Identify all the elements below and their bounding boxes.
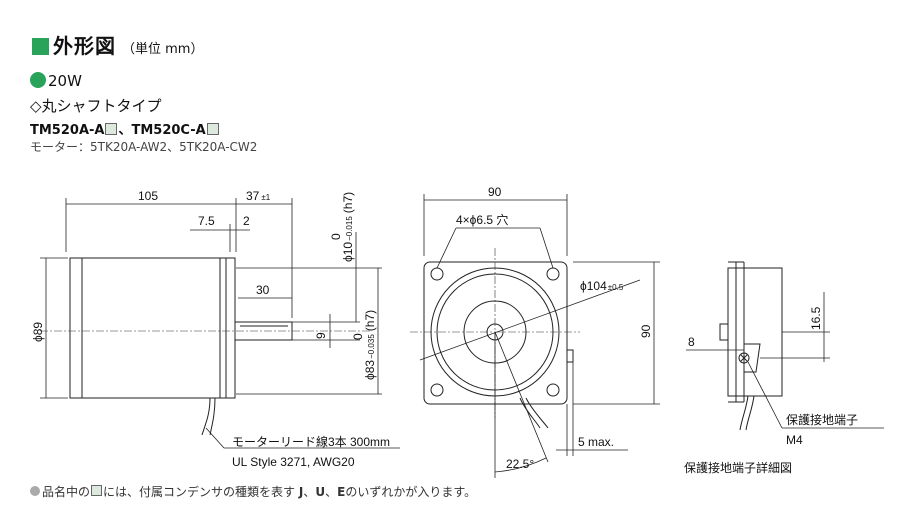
front-view: 90 4×ϕ6.5 穴 ϕ104±0.5 90 5 max. 22.5° [410,185,660,478]
placeholder-box-icon [206,123,219,135]
dim-8: 8 [688,335,695,349]
footnote-prefix: 品名中の [42,485,91,499]
dim-angle: 22.5° [506,457,534,471]
dim-7-5: 7.5 [198,214,215,228]
motor-model: モーター：5TK20A-AW2、5TK20A-CW2 [30,140,258,154]
detail-view: 16.5 8 保護接地端子 M4 保護接地端子詳細図 [684,261,884,475]
dim-105: 105 [138,189,158,203]
footnote-text: には、付属コンデンサの種類を表す [103,485,296,499]
shaft-type: ◇丸シャフトタイプ [30,97,162,115]
placeholder-box-icon [91,485,103,496]
dim-pilot-tol-top: 0 [351,333,365,340]
green-dot-icon [30,72,46,88]
grey-dot-icon [30,486,40,496]
lead-wire [519,397,541,429]
detail-body [727,267,783,397]
flange-square [423,261,568,405]
angle-arc [494,457,547,473]
footnote-sep: 、 [303,485,316,499]
leader-line [539,227,554,269]
lead-wire [201,397,211,436]
code-j: J [298,485,304,499]
dim-line-pcd [419,279,641,361]
terminal-block [743,343,761,373]
lead-wire [209,397,216,436]
section-title: 外形図 （単位 mm） [32,30,203,59]
mount-hole [546,267,560,281]
model-2: TM520C-A [131,123,206,138]
dim-2: 2 [243,214,250,228]
angle-line [494,331,549,463]
model-names: TM520A-A 、TM520C-A [30,119,220,138]
power-text: 20W [48,72,82,90]
power-rating: 20W [30,72,82,90]
detail-shaft [719,323,729,341]
leader-line [436,227,457,269]
detail-flange-edges [728,261,744,403]
detail-caption: 保護接地端子詳細図 [684,460,792,475]
dim-37: 37±1 [246,189,271,203]
terminal-stub [566,349,574,363]
terminal-screw-icon [738,352,750,364]
model-separator: 、 [118,123,132,138]
dim-shaft-tol-top: 0 [329,233,343,240]
green-square-icon [32,38,49,55]
lead-wire [739,395,749,431]
model-1: TM520A-A [30,123,105,138]
dim-30: 30 [256,283,270,297]
lead-wire [525,397,549,429]
footnote: 品名中のには、付属コンデンサの種類を表す J、U、Eのいずれかが入ります。 [30,483,476,500]
dim-shaft: ϕ10−0.015(h7) [341,192,355,262]
unit-label: （単位 mm） [122,42,204,57]
placeholder-box-icon [105,123,118,135]
dim-dia89: ϕ89 [31,322,45,342]
mount-hole [430,267,444,281]
motor-body [69,257,221,399]
footnote-suffix: のいずれかが入ります。 [345,485,477,499]
dim-height: 90 [639,324,653,338]
code-u: U [315,485,326,499]
screw-slot [740,354,748,362]
side-view: 105 37±1 7.5 2 30 9 ϕ89 ϕ10−0.015(h7) 0 … [31,189,400,469]
lead-wire [745,395,755,431]
mount-hole [430,383,444,397]
mount-hole [546,383,560,397]
leader-line [205,427,225,449]
dim-holes: 4×ϕ6.5 穴 [456,212,508,227]
footnote-sep: 、 [325,485,338,499]
terminal-label: 保護接地端子 [786,412,858,427]
dim-pcd: ϕ104±0.5 [580,279,624,293]
terminal-size: M4 [786,433,803,447]
dim-9: 9 [314,332,328,339]
lead-label-1: モーターリード線3本 300mm [232,434,390,449]
dim-pilot: ϕ83−0.035(h7) [363,310,377,380]
dim-16-5: 16.5 [809,306,823,330]
code-e: E [337,485,346,499]
leader-line [747,361,783,429]
dim-5max: 5 max. [578,435,614,449]
dim-width: 90 [488,185,502,199]
lead-label-2: UL Style 3271, AWG20 [232,455,355,469]
title-text: 外形図 [53,34,116,58]
